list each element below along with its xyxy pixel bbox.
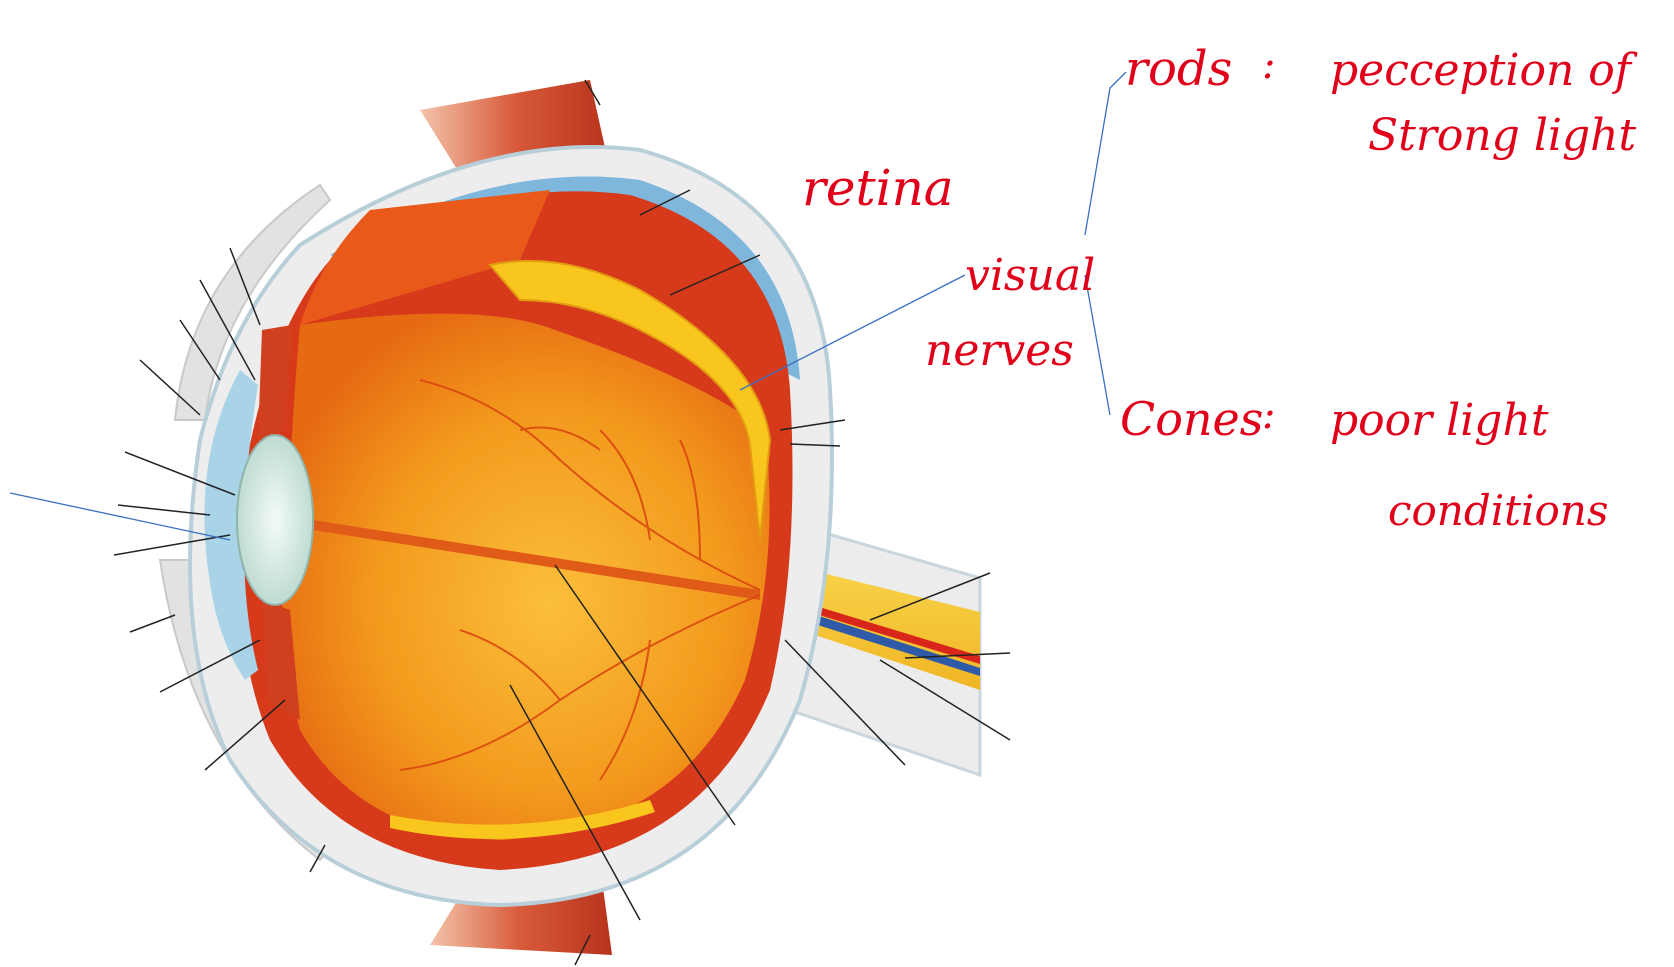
handwritten-annotations: retina visual nerves rods : pecception o… xyxy=(802,41,1638,535)
rods-colon: : xyxy=(1262,42,1275,88)
label-visual: visual xyxy=(965,250,1095,301)
label-cones-desc-2: conditions xyxy=(1388,486,1608,535)
label-nerves: nerves xyxy=(925,325,1074,376)
label-rods-desc-1: pecception of xyxy=(1330,45,1638,96)
label-rods: rods xyxy=(1125,41,1232,97)
label-rods-desc-2: Strong light xyxy=(1368,110,1636,161)
label-cones-desc-1: poor light xyxy=(1330,395,1549,446)
label-cones: Cones xyxy=(1120,392,1263,446)
cones-colon: : xyxy=(1262,392,1275,438)
connector-branch-rods xyxy=(1085,72,1126,235)
label-retina: retina xyxy=(802,159,954,217)
lens xyxy=(237,435,313,605)
